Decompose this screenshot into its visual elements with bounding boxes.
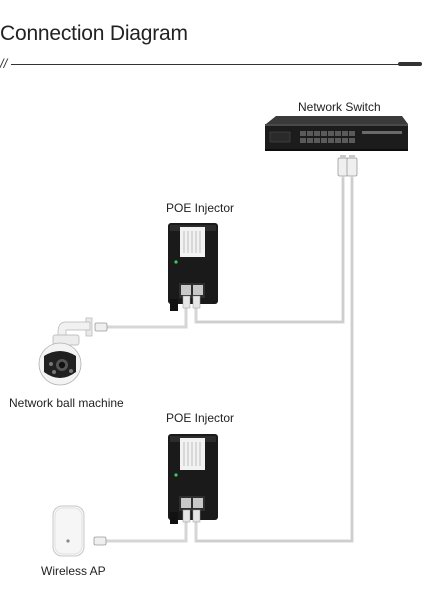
cable-injector-bottom-to-ap <box>101 518 188 543</box>
poe-injector-top-label: POE Injector <box>166 201 235 215</box>
ptz-camera-icon <box>38 317 93 386</box>
poe-injector-icon <box>168 223 218 311</box>
poe-injector-bottom-label: POE Injector <box>166 411 235 425</box>
wireless-ap-icon <box>52 505 85 557</box>
rj45-plug-icon <box>337 155 358 177</box>
rj45-plug-icon <box>93 536 107 546</box>
poe-injector-icon <box>168 434 218 524</box>
network-switch-label: Network Switch <box>298 100 381 114</box>
rj45-plug-icon <box>94 322 108 332</box>
cables <box>101 176 354 543</box>
title-rule <box>11 64 406 65</box>
page-title: Connection Diagram <box>0 22 188 45</box>
cable-injector-top-to-camera <box>102 302 188 329</box>
cable-switch-to-injector-bottom <box>194 176 354 543</box>
cable-switch-to-injector-top <box>194 176 345 324</box>
network-switch-icon <box>265 116 408 151</box>
title-slashes: // <box>0 56 8 71</box>
title-rule-cap <box>398 62 422 66</box>
wireless-ap-label: Wireless AP <box>41 564 106 578</box>
camera-label: Network ball machine <box>9 396 124 410</box>
